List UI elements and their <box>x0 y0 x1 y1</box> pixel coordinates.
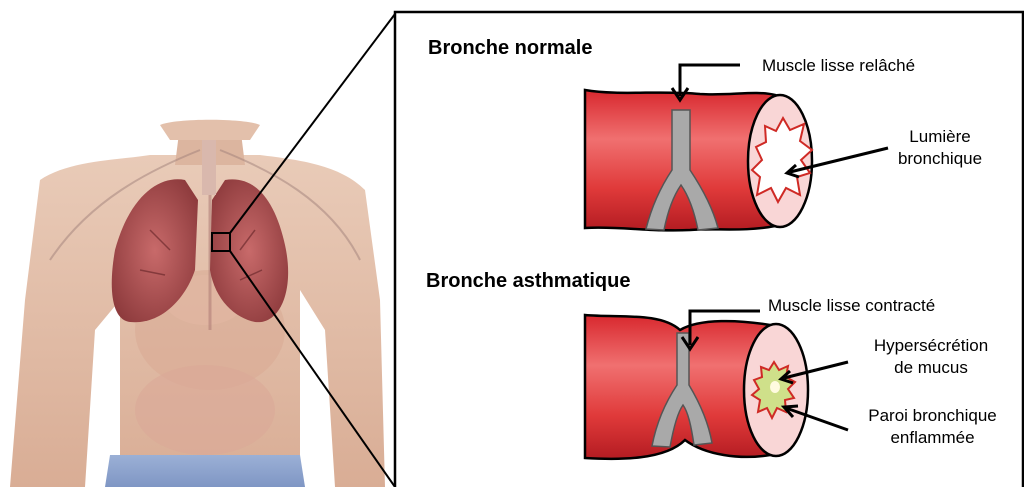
asthma-title: Bronche asthmatique <box>426 270 630 293</box>
torso-illustration <box>10 120 385 487</box>
lumen-label: Lumière bronchique <box>880 126 1000 170</box>
normal-bronchus <box>585 90 812 230</box>
normal-title: Bronche normale <box>428 37 592 60</box>
wall-label: Paroi bronchique enflammée <box>850 405 1015 449</box>
lumen-label-line1: Lumière <box>880 126 1000 148</box>
wall-label-line2: enflammée <box>850 427 1015 449</box>
lumen-label-line2: bronchique <box>880 148 1000 170</box>
mucus-label-line2: de mucus <box>856 357 1006 379</box>
asthma-muscle-label: Muscle lisse contracté <box>768 296 935 316</box>
wall-label-line1: Paroi bronchique <box>850 405 1015 427</box>
mucus-label-line1: Hypersécrétion <box>856 335 1006 357</box>
mucus-label: Hypersécrétion de mucus <box>856 335 1006 379</box>
normal-muscle-label: Muscle lisse relâché <box>762 56 915 76</box>
